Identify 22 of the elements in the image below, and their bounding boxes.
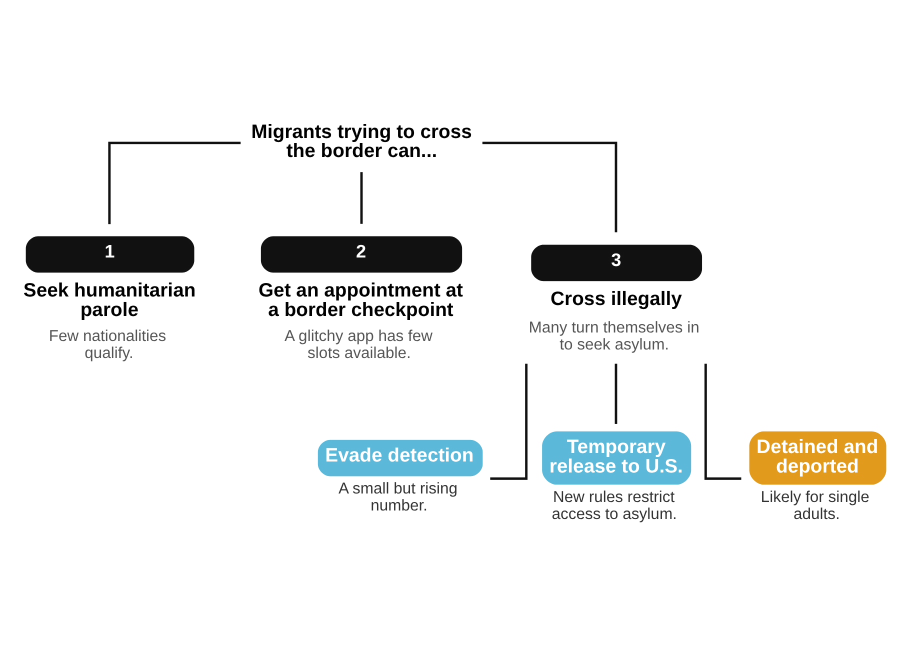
node-text: Migrants trying to cross the border can... (251, 120, 472, 162)
node-box: 3 (531, 244, 702, 281)
node-box: Evade detection (318, 439, 483, 476)
node-label: Few nationalities qualify. (48, 327, 166, 362)
node-label: New rules restrict access to asylum. (552, 488, 677, 523)
node-box: 2 (260, 236, 462, 272)
node-box: Temporary release to U.S. (542, 430, 692, 484)
connector (490, 363, 528, 480)
connector (614, 363, 618, 424)
connector (108, 141, 241, 224)
connector (482, 141, 618, 232)
node-label: Likely for single adults. (760, 488, 870, 523)
node-label: A small but rising number. (338, 480, 458, 514)
node-label: Get an appointment at a border checkpoint (258, 279, 464, 320)
connector (360, 172, 363, 224)
node-label: Cross illegally (550, 288, 682, 310)
connector (704, 363, 742, 480)
node-box: 1 (26, 236, 194, 272)
node-label: A glitchy app has few slots available. (284, 327, 433, 362)
node-label: Many turn themselves in to seek asylum. (528, 318, 700, 353)
node-label: Seek humanitarian parole (23, 279, 196, 320)
node-box: Detained and deported (749, 430, 886, 484)
